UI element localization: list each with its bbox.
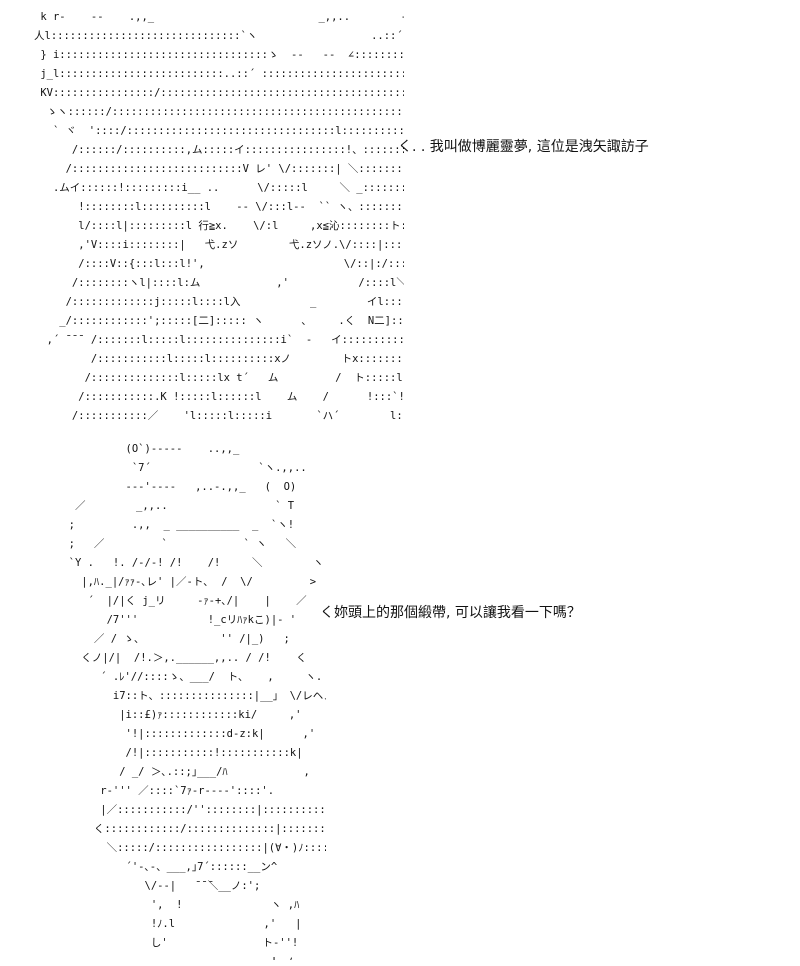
reimu-suwako-ascii-art: k r- -- .,,_ _,,.. ----:::::::::::::::7 … <box>34 11 404 422</box>
reimu-ascii-art: (O`)-‐‐‐- ..,,_ `7´ `ヽ.,,.. --‐'‐‐‐- ,..… <box>68 443 326 960</box>
dialogue-line-ribbon-request: く妳頭上的那個緞帶, 可以讓我看一下嗎？ <box>320 605 581 621</box>
dialogue-line-introduction: く. . 我叫做博麗靈夢, 這位是洩矢諏訪子 <box>398 139 649 155</box>
